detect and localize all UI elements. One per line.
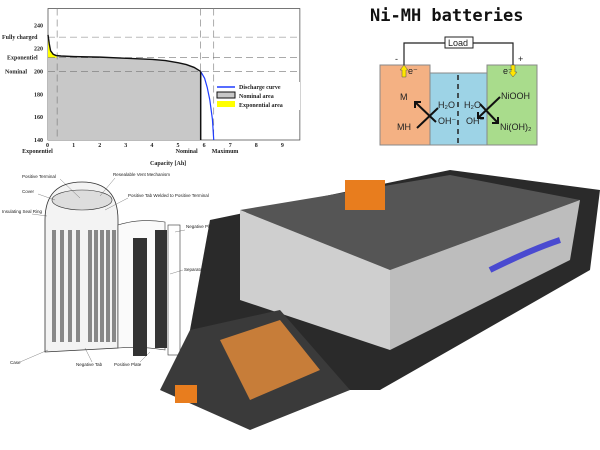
y-tick-label: 220: [34, 47, 43, 53]
battery-pack-photo: [160, 170, 600, 430]
diagram-title: Ni-MH batteries: [370, 6, 524, 26]
y-annotation-label: Nominal: [5, 69, 27, 75]
y-tick-label: 140: [34, 138, 43, 144]
label-positive-terminal: Positive Terminal: [22, 174, 56, 179]
x-annotation-label: Maximum: [212, 149, 239, 155]
battery-cell-cutaway: Positive Terminal Resealable Vent Mechan…: [2, 172, 216, 367]
label-seal-ring: Insulating Seal Ring: [2, 209, 43, 214]
label-case: Case: [10, 360, 21, 365]
electrode-plates: [52, 230, 116, 342]
electrode-plate: [106, 230, 110, 342]
label-h2o-right: H₂O: [464, 100, 481, 110]
coolant-hose: [488, 237, 561, 273]
label-nioh2: Ni(OH)₂: [500, 122, 532, 132]
plus-sign: +: [518, 54, 523, 64]
x-tick-label: 1: [72, 143, 75, 149]
legend-swatch-nominal: [216, 91, 236, 99]
load-label: Load: [448, 38, 468, 48]
x-tick-label: 9: [281, 143, 284, 149]
label-oh-left: OH⁻: [438, 116, 457, 126]
cell-cover: [51, 189, 113, 211]
electrode-plate: [94, 230, 98, 342]
control-module: [220, 320, 320, 400]
y-tick-label: 180: [34, 92, 43, 98]
cell-modules-right: [390, 200, 580, 350]
x-tick-label: 3: [124, 143, 127, 149]
nimh-diagram: Load - + e⁻ e⁻ M MH H₂O OH⁻ H₂O OH⁻ NiOO…: [379, 36, 538, 146]
discharge-curve: [200, 71, 215, 141]
label-positive-plate: Positive Plate: [114, 362, 142, 367]
legend-swatch-exponential: [217, 101, 235, 107]
label-h2o-left: H₂O: [438, 100, 455, 110]
y-tick-label: 240: [34, 24, 43, 30]
label-oh-right: OH⁻: [466, 116, 485, 126]
electrode-plate: [60, 230, 64, 342]
label-m: M: [400, 92, 408, 102]
reaction-arrows-right: [477, 96, 501, 124]
x-annotation-label: Nominal: [176, 149, 198, 155]
electron-right: e⁻: [503, 66, 513, 76]
label-positive-tab: Positive Tab Welded to Positive Terminal: [128, 193, 209, 198]
electrode-plate: [52, 230, 56, 342]
nominal-area: [48, 34, 201, 140]
exponential-area: [48, 34, 58, 58]
label-separator: Separator: [184, 267, 204, 272]
electron-down-arrow-icon: [508, 64, 518, 78]
electrode-plate: [68, 230, 72, 342]
x-tick-label: 8: [255, 143, 258, 149]
x-annotation-label: Exponentiel: [22, 149, 53, 155]
legend-label-exponential: Exponential area: [239, 103, 283, 109]
electrode-plate: [76, 230, 80, 342]
electrode-plate: [100, 230, 104, 342]
cathode-region: [486, 64, 538, 146]
junction-box: [345, 180, 385, 210]
legend-label-nominal: Nominal area: [239, 94, 274, 100]
label-cover: Cover: [22, 189, 35, 194]
electrode-plate: [112, 230, 116, 342]
y-tick-label: 160: [34, 115, 43, 121]
y-annotation-label: Exponentiel: [7, 56, 38, 62]
wire-right: [473, 42, 514, 65]
electron-up-arrow-icon: [399, 64, 409, 78]
electrode-plate: [88, 230, 92, 342]
label-niooh: NiOOH: [501, 91, 530, 101]
negative-plate-sheet: [155, 230, 167, 348]
pack-top: [240, 175, 580, 270]
y-annotation-label: Fully charged: [2, 35, 38, 41]
label-negative-plate: Negative Plate: [186, 224, 216, 229]
x-tick-label: 7: [229, 143, 232, 149]
x-tick-label: 6: [203, 143, 206, 149]
cell-modules-left: [240, 210, 390, 350]
legend-label-discharge: Discharge curve: [239, 85, 281, 91]
electron-left: e⁻: [408, 66, 418, 76]
y-tick-label: 200: [34, 69, 43, 75]
label-negative-tab: Negative Tab: [76, 362, 103, 367]
load-box: [444, 36, 474, 49]
label-vent: Resealable Vent Mechanism: [113, 172, 170, 177]
x-tick-label: 0: [46, 143, 49, 149]
positive-plate-sheet: [133, 238, 147, 356]
separator-sheet: [167, 224, 181, 356]
x-tick-label: 5: [177, 143, 180, 149]
reaction-arrows-left: [414, 101, 439, 129]
x-axis-label: Capacity [Ah]: [150, 161, 186, 167]
connector: [175, 385, 197, 403]
nominal-curve: [47, 34, 202, 73]
x-tick-label: 2: [98, 143, 101, 149]
label-mh: MH: [397, 122, 411, 132]
minus-sign: -: [395, 54, 398, 64]
wire-left: [403, 42, 445, 65]
x-tick-label: 4: [150, 143, 153, 149]
